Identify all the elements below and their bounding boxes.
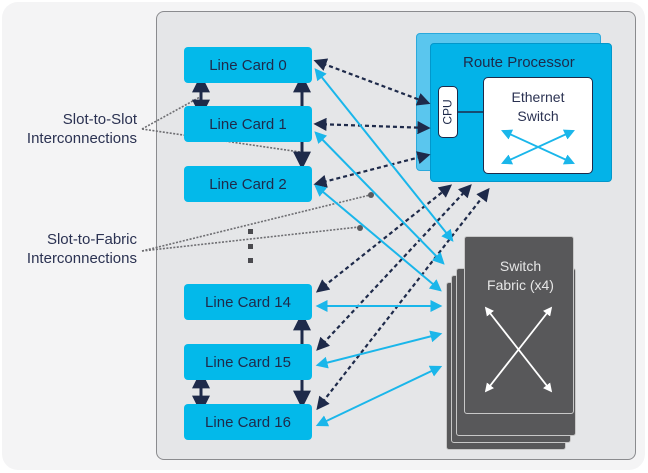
ellipsis-icon: [248, 229, 253, 263]
line-card-15: Line Card 15: [184, 344, 312, 380]
ellipsis-dot: [248, 229, 253, 234]
slot-to-slot-leaders: [141, 96, 301, 153]
leader-line: [141, 194, 371, 252]
line-card-to-fabric-links: [314, 68, 454, 427]
rp-link-lc1: [313, 117, 431, 135]
leader-line: [141, 226, 360, 252]
slot-to-fabric-callout: Slot-to-Fabric Interconnections: [26, 231, 137, 267]
line-card-14: Line Card 14: [184, 284, 312, 320]
leader-line: [141, 128, 301, 153]
line-card-2: Line Card 2: [184, 166, 312, 202]
route-processor-title: Route Processor: [463, 54, 575, 71]
fabric-link-lc16: [315, 365, 443, 427]
rp-link-lc2: [313, 151, 431, 188]
leader-line: [141, 96, 201, 130]
line-card-16: Line Card 16: [184, 404, 312, 440]
fabric-link-lc15: [315, 330, 443, 369]
fabric-link-lc2: [314, 184, 442, 292]
leader-dot: [368, 192, 374, 198]
line-card-0: Line Card 0: [184, 47, 312, 83]
fabric-link-lc1: [314, 131, 445, 265]
switch-fabric-label: Switch Fabric (x4): [487, 258, 554, 293]
rp-link-lc0: [313, 58, 431, 106]
ethernet-switch-label: Ethernet Switch: [511, 89, 565, 124]
line-card-1: Line Card 1: [184, 106, 312, 142]
ellipsis-dot: [248, 244, 253, 249]
ellipsis-dot: [248, 258, 253, 263]
slot-to-slot-callout: Slot-to-Slot Interconnections: [26, 111, 137, 147]
